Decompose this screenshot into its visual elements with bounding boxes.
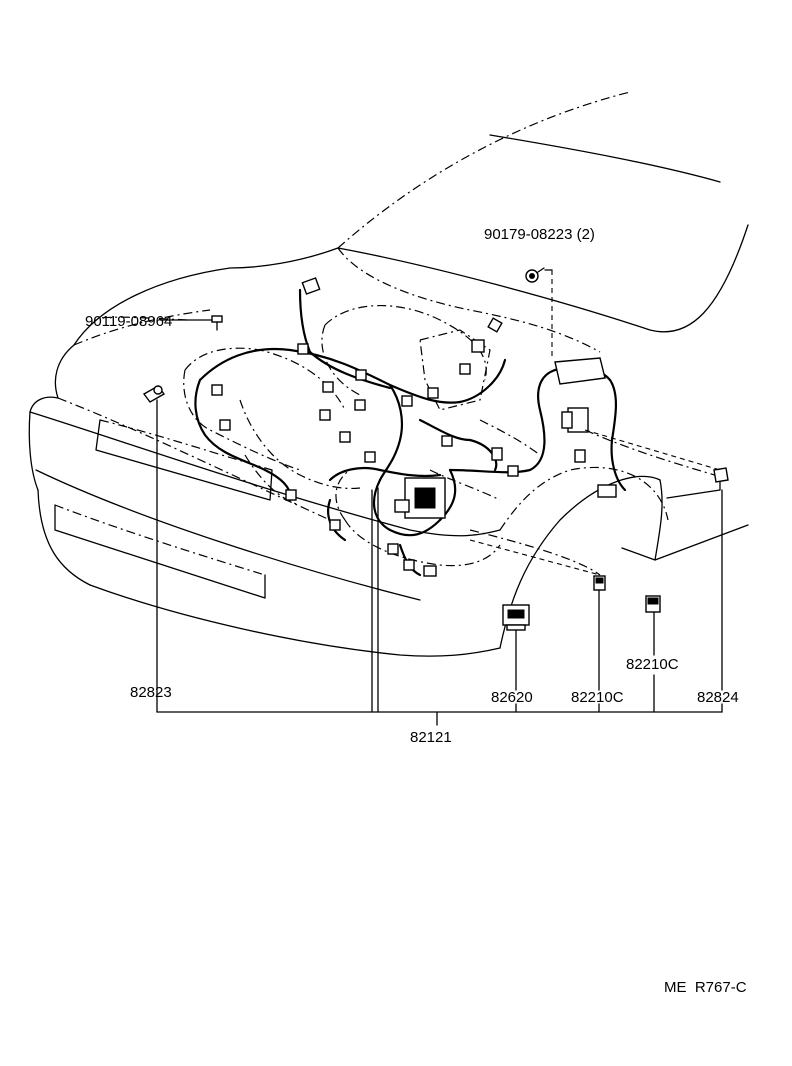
engine-components xyxy=(183,305,541,567)
connector-82210c-b-icon xyxy=(645,595,661,613)
label-bolt-left: 90119-08964 xyxy=(85,313,172,330)
connector-82210c-a-icon xyxy=(593,575,606,591)
leader-lines xyxy=(99,269,723,726)
label-connector-82210c-b: 82210C xyxy=(626,656,679,673)
label-connector-82210c-a: 82210C xyxy=(571,689,624,706)
sensor-82823-icon xyxy=(142,385,166,403)
bracket-82824-icon xyxy=(713,467,729,491)
wire-harness-routing xyxy=(194,288,627,577)
label-bracket-82824: 82824 xyxy=(697,689,739,706)
ecu-unit xyxy=(554,357,606,433)
bolt-top-icon xyxy=(525,267,545,283)
relay-82620-icon xyxy=(502,604,530,631)
label-sensor-82823: 82823 xyxy=(130,684,172,701)
label-harness-82121: 82121 xyxy=(410,729,452,746)
reference-code: ME R767-C xyxy=(664,979,747,996)
label-bolt-top: 90179-08223 (2) xyxy=(484,226,595,243)
harness-connectors xyxy=(211,277,617,577)
junction-block xyxy=(394,477,446,519)
car-body-outline xyxy=(28,91,749,657)
label-relay-82620: 82620 xyxy=(491,689,533,706)
bolt-left-icon xyxy=(211,315,223,331)
